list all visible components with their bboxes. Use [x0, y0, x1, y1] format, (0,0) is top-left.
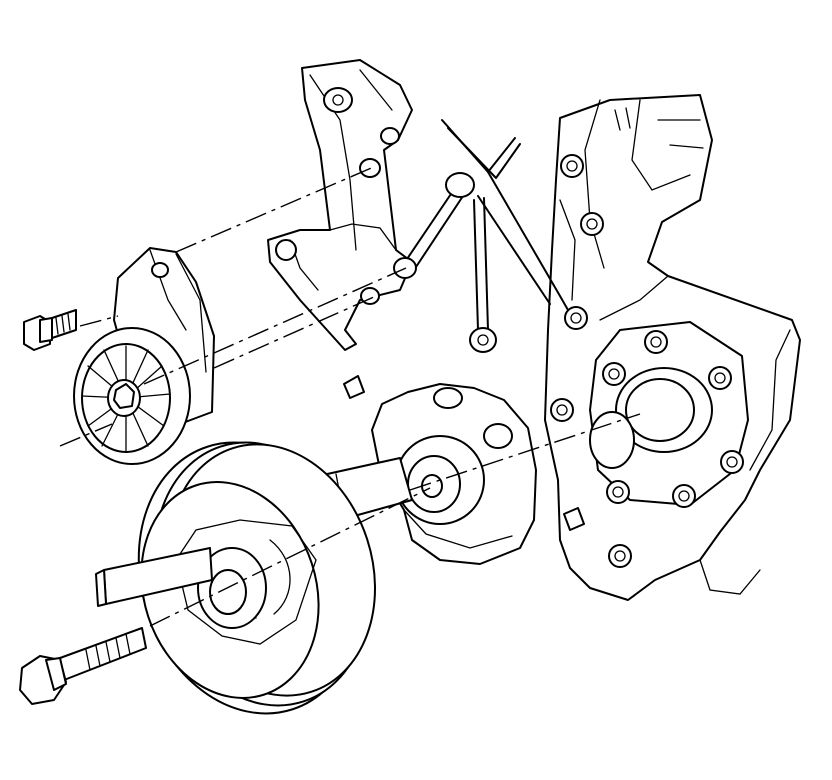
cover-bolt — [550, 398, 574, 422]
cover-bolt — [602, 362, 626, 386]
cover-bolt — [644, 330, 668, 354]
cover-bolt — [672, 484, 696, 508]
crankshaft-balancer — [95, 441, 413, 715]
cover-bolt — [720, 450, 744, 474]
pump-boss — [433, 387, 463, 409]
tensioner-bolt — [23, 309, 77, 351]
balancer-bolt — [19, 627, 147, 705]
pump-boss — [483, 423, 513, 449]
dowel-pin — [563, 507, 585, 531]
pulley-bolt-head — [113, 383, 135, 409]
guide-end-eye — [469, 327, 497, 353]
cover-bolt — [564, 306, 588, 330]
cover-boss — [589, 411, 635, 469]
cover-bore-inner — [625, 378, 695, 442]
cover-bolt — [560, 154, 584, 178]
pump-shaft — [421, 474, 443, 498]
bracket-dowel — [343, 375, 365, 399]
cover-bolt — [580, 212, 604, 236]
guide-pivot — [445, 172, 475, 198]
alignment-lines — [59, 165, 641, 627]
balancer-bore — [209, 569, 247, 615]
timing-chain-guide — [404, 119, 569, 353]
cover-bolt — [606, 480, 630, 504]
cover-bolt — [608, 544, 632, 568]
drive-belt-tensioner — [73, 247, 215, 465]
engine-front-cover — [544, 94, 801, 601]
cover-bolt — [708, 366, 732, 390]
accessory-bracket — [267, 59, 417, 399]
